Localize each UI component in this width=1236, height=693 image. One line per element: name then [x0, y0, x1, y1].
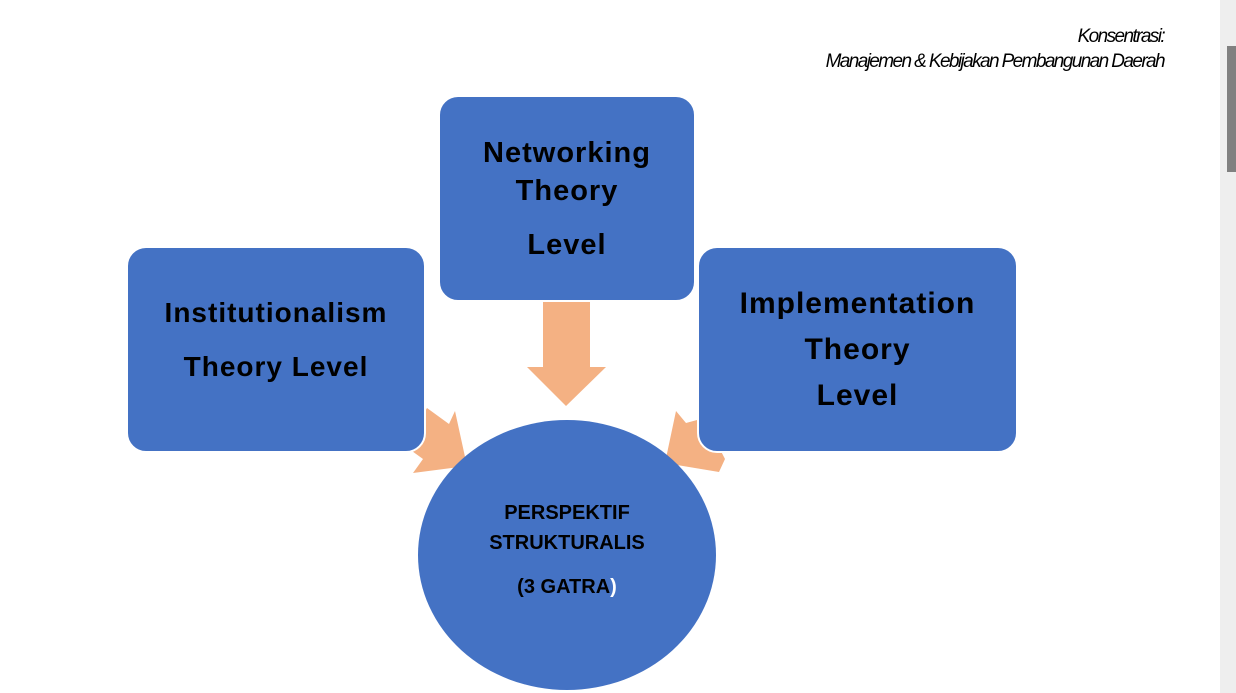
- institutionalism-line-2: Theory Level: [183, 350, 369, 382]
- networking-line-2: Theory: [515, 174, 619, 207]
- implementation-line-3: Level: [816, 378, 899, 412]
- networking-line-1: Networking: [483, 136, 651, 169]
- circle-line-2: STRUKTURALIS: [489, 532, 645, 554]
- institutionalism-line-1: Institutionalism: [164, 296, 388, 328]
- implementation-theory-box: Implementation Theory Level: [697, 246, 1018, 453]
- circle-line-3: (3 GATRA): [517, 572, 617, 602]
- header-program: Manajemen & Kebijakan Pembangunan Daerah: [825, 51, 1166, 72]
- scrollbar-thumb[interactable]: [1227, 46, 1236, 172]
- networking-theory-box: Networking Theory Level: [438, 95, 696, 302]
- implementation-line-2: Theory: [804, 332, 911, 366]
- institutionalism-theory-box: Institutionalism Theory Level: [126, 246, 426, 453]
- structuralist-perspective-circle: PERSPEKTIF STRUKTURALIS (3 GATRA): [418, 420, 716, 690]
- implementation-line-1: Implementation: [739, 286, 976, 320]
- circle-line-3-paren: ): [610, 576, 617, 598]
- vertical-scrollbar[interactable]: [1220, 0, 1236, 693]
- networking-line-3: Level: [527, 228, 607, 261]
- header-label: Konsentrasi:: [1077, 26, 1166, 47]
- down-arrow: [527, 301, 606, 406]
- circle-line-3-text: (3 GATRA: [517, 576, 611, 598]
- concentration-header: Konsentrasi: Manajemen & Kebijakan Pemba…: [825, 24, 1166, 74]
- circle-line-1: PERSPEKTIF: [504, 502, 630, 524]
